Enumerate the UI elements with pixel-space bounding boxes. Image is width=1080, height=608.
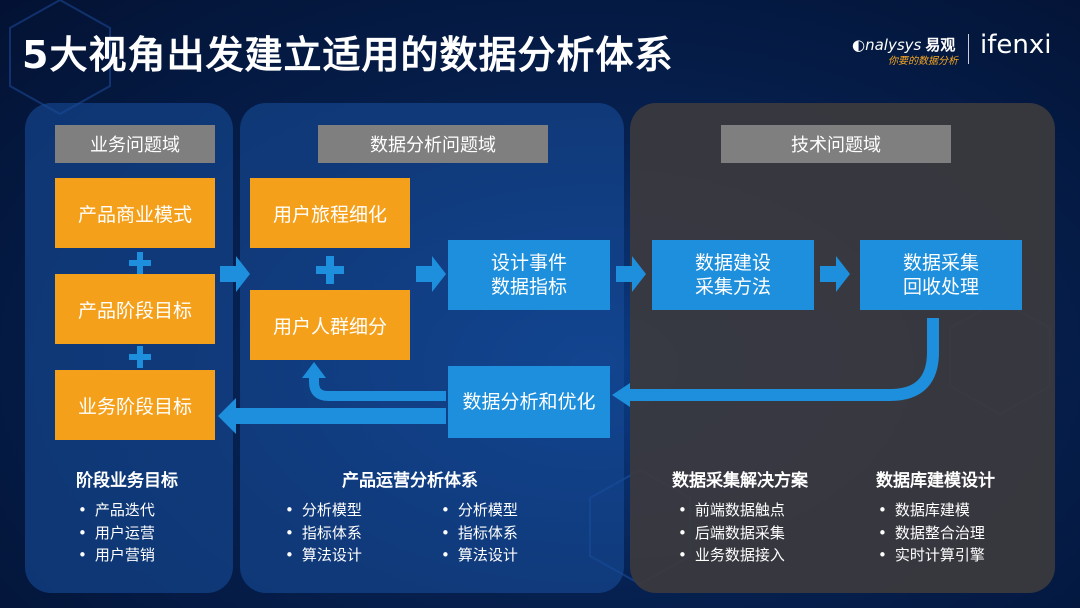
logo-brand-cn: 易观 <box>925 36 956 54</box>
design-events-line1: 设计事件 <box>490 252 567 274</box>
list-item: 业务数据接入 <box>678 544 785 567</box>
product-business-model-box: 产品商业模式 <box>55 178 215 248</box>
tech-collection-list: 前端数据触点 后端数据采集 业务数据接入 <box>678 499 785 567</box>
arrow-right-icon <box>820 256 850 292</box>
list-item: 算法设计 <box>441 544 518 567</box>
list-item: 分析模型 <box>441 499 518 522</box>
data-construction-line1: 数据建设 <box>694 252 771 274</box>
data-construction-line2: 采集方法 <box>694 276 771 298</box>
list-item: 实时计算引擎 <box>878 544 985 567</box>
arrow-left-icon <box>218 398 446 434</box>
design-events-line2: 数据指标 <box>490 276 567 298</box>
tech-collection-title: 数据采集解决方案 <box>672 471 808 491</box>
logo-divider <box>968 34 969 64</box>
list-item: 算法设计 <box>285 544 362 567</box>
business-section-title: 阶段业务目标 <box>76 471 178 491</box>
page-title: 5大视角出发建立适用的数据分析体系 <box>22 33 674 77</box>
list-item: 用户运营 <box>78 522 155 545</box>
list-item: 数据整合治理 <box>878 522 985 545</box>
plus-icon <box>129 346 151 368</box>
feedback-curve-arrow <box>309 376 446 401</box>
list-item: 指标体系 <box>441 522 518 545</box>
data-analysis-optimize-box: 数据分析和优化 <box>448 366 610 438</box>
list-item: 分析模型 <box>285 499 362 522</box>
business-item-list: 产品迭代 用户运营 用户营销 <box>78 499 155 567</box>
list-item: 数据库建模 <box>878 499 985 522</box>
business-domain-header: 业务问题域 <box>55 125 215 163</box>
plus-icon <box>129 252 151 274</box>
tech-database-list: 数据库建模 数据整合治理 实时计算引擎 <box>878 499 985 567</box>
data-domain-header: 数据分析问题域 <box>318 125 548 163</box>
product-stage-goal-box: 产品阶段目标 <box>55 274 215 344</box>
data-collection-box: 数据采集回收处理 <box>860 240 1022 310</box>
list-item: 指标体系 <box>285 522 362 545</box>
data-item-list-right: 分析模型 指标体系 算法设计 <box>441 499 518 567</box>
plus-icon <box>316 256 344 284</box>
arrow-right-icon <box>416 256 446 292</box>
user-journey-box: 用户旅程细化 <box>250 178 410 248</box>
list-item: 产品迭代 <box>78 499 155 522</box>
list-item: 前端数据触点 <box>678 499 785 522</box>
arrow-right-icon <box>616 256 646 292</box>
data-collection-line1: 数据采集 <box>902 252 979 274</box>
data-item-list-left: 分析模型 指标体系 算法设计 <box>285 499 362 567</box>
data-construction-box: 数据建设采集方法 <box>652 240 814 310</box>
arrow-right-icon <box>220 256 250 292</box>
ifenxi-logo: ifenxi <box>980 30 1052 60</box>
tech-domain-header: 技术问题域 <box>721 125 951 163</box>
logo-brand: nalysys <box>865 36 922 54</box>
arrow-left-icon <box>612 383 630 407</box>
return-curve-arrow <box>628 318 939 401</box>
design-events-box: 设计事件数据指标 <box>448 240 610 310</box>
logo-tagline: 你要的数据分析 <box>888 56 958 67</box>
list-item: 后端数据采集 <box>678 522 785 545</box>
user-segmentation-box: 用户人群细分 <box>250 290 410 360</box>
list-item: 用户营销 <box>78 544 155 567</box>
tech-database-title: 数据库建模设计 <box>876 471 995 491</box>
data-collection-line2: 回收处理 <box>902 276 979 298</box>
data-section-title: 产品运营分析体系 <box>342 471 478 491</box>
arrow-up-icon <box>302 362 326 378</box>
business-stage-goal-box: 业务阶段目标 <box>55 370 215 440</box>
